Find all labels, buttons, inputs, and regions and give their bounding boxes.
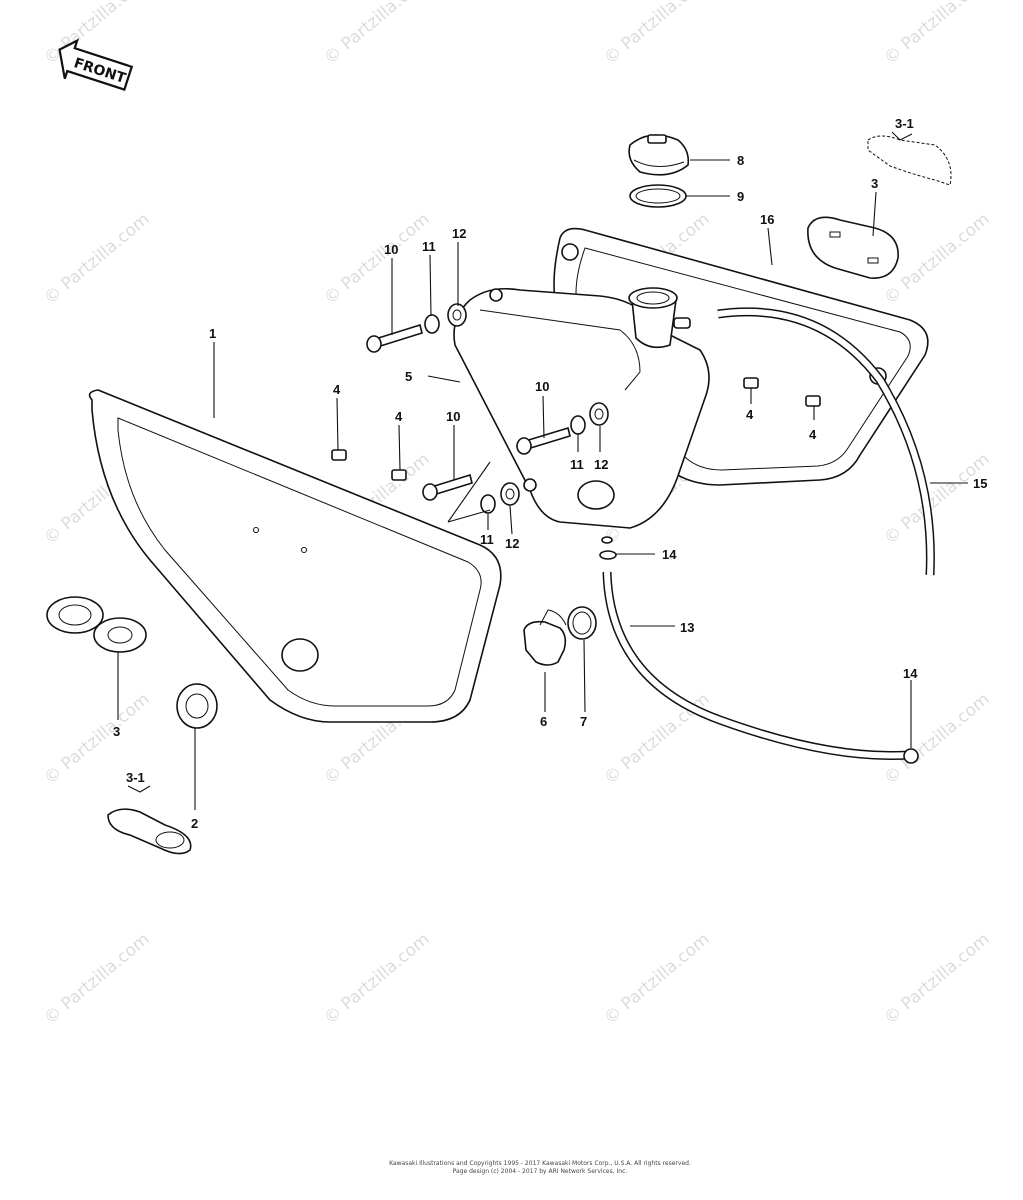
callout-3-left: 3 (113, 724, 120, 739)
copyright-line-2: Page design (c) 2004 - 2017 by ARI Netwo… (453, 1168, 628, 1175)
bracket-right (867, 135, 952, 186)
drain-plug (523, 609, 567, 666)
callout-4-a: 4 (333, 382, 341, 397)
bolt (366, 323, 571, 501)
callout-13: 13 (680, 620, 694, 635)
watermark-text: © Partzilla.com (40, 929, 153, 1029)
callout-15: 15 (973, 476, 987, 491)
callout-11-a: 11 (422, 239, 436, 254)
grommet-plate-right (807, 216, 899, 279)
callout-4-c: 4 (746, 407, 754, 422)
callout-10-a: 10 (384, 242, 398, 257)
callout-4-b: 4 (395, 409, 403, 424)
watermark-text: © Partzilla.com (600, 0, 713, 69)
callout-12-c: 12 (505, 536, 519, 551)
leader-lines (117, 131, 968, 810)
callout-1: 1 (209, 326, 216, 341)
callout-14-a: 14 (662, 547, 677, 562)
callout-11-b: 11 (570, 457, 584, 472)
callout-16: 16 (760, 212, 774, 227)
callout-6: 6 (540, 714, 547, 729)
watermark-text: © Partzilla.com (40, 209, 153, 309)
callout-5: 5 (405, 369, 412, 384)
watermark-text: © Partzilla.com (320, 0, 433, 69)
cap-o-ring (629, 184, 687, 208)
hose-clamp-lower (903, 748, 919, 764)
damper (176, 683, 218, 729)
grommet-left (46, 596, 147, 653)
tank-cap (628, 134, 690, 176)
callout-8: 8 (737, 153, 744, 168)
callout-3-1-right: 3-1 (895, 116, 914, 131)
callout-labels: 1 2 3 3 3-1 3-1 4 4 4 4 5 6 7 8 9 10 10 … (113, 116, 987, 831)
watermark-text: © Partzilla.com (880, 689, 993, 789)
watermark-text: © Partzilla.com (880, 0, 993, 69)
washer (424, 303, 609, 514)
watermark-text: © Partzilla.com (880, 929, 993, 1029)
oil-tank (453, 287, 710, 529)
callout-9: 9 (737, 189, 744, 204)
callout-3-1-left: 3-1 (126, 770, 145, 785)
callout-2: 2 (191, 816, 198, 831)
copyright-footer: Kawasaki Illustrations and Copyrights 19… (389, 1160, 691, 1175)
side-cover-left (88, 389, 502, 723)
plug-gasket (567, 606, 597, 640)
grommet-small (331, 377, 821, 481)
callout-14-b: 14 (903, 666, 918, 681)
callout-11-c: 11 (480, 532, 494, 547)
callout-10-c: 10 (446, 409, 460, 424)
bracket-left (107, 808, 192, 855)
breather-hose (717, 307, 935, 576)
callout-12-b: 12 (594, 457, 608, 472)
callout-7: 7 (580, 714, 587, 729)
watermark-text: © Partzilla.com (600, 689, 713, 789)
watermark-text: © Partzilla.com (320, 929, 433, 1029)
watermark-text: © Partzilla.com (880, 449, 993, 549)
callout-4-d: 4 (809, 427, 817, 442)
watermark-text: © Partzilla.com (320, 209, 433, 309)
watermark-text: © Partzilla.com (600, 929, 713, 1029)
callout-10-b: 10 (535, 379, 549, 394)
oil-hose (602, 571, 911, 761)
copyright-line-1: Kawasaki Illustrations and Copyrights 19… (389, 1160, 691, 1167)
hose-clamp-upper (599, 536, 617, 560)
callout-3-right: 3 (871, 176, 878, 191)
callout-12-a: 12 (452, 226, 466, 241)
